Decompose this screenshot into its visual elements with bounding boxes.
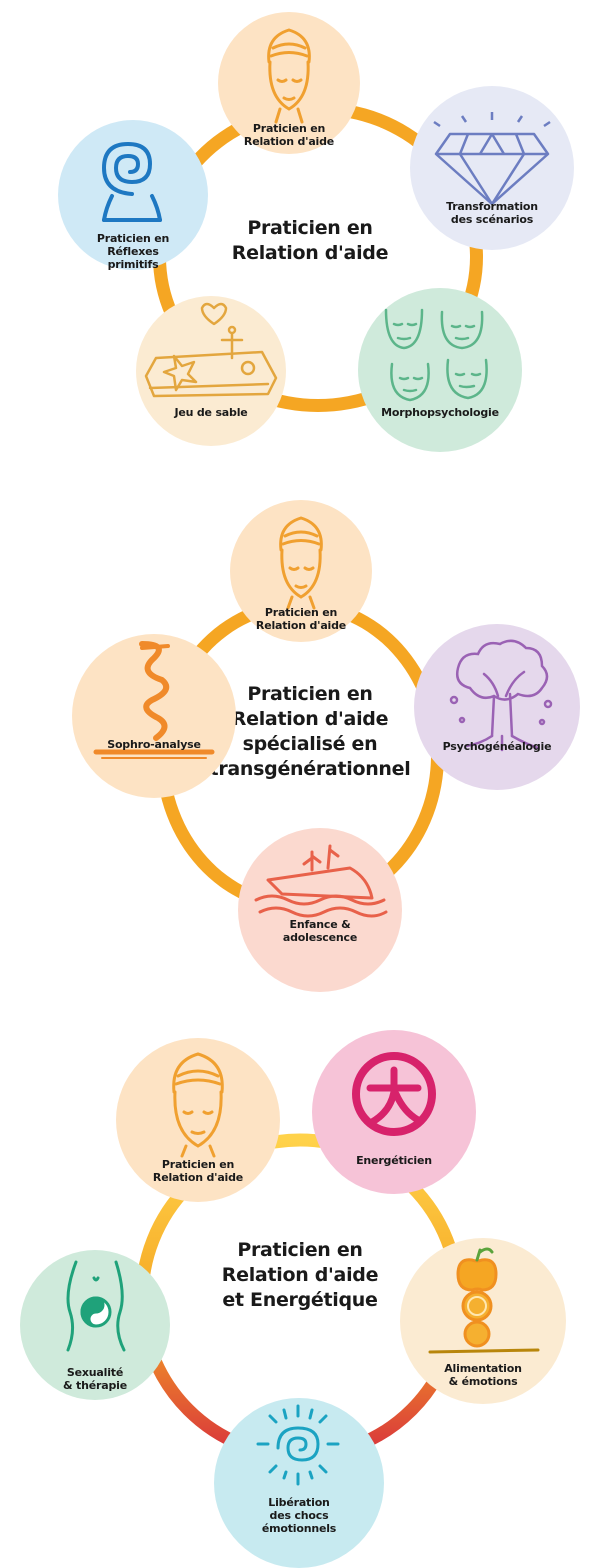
node-sophro-analyse[interactable]: Sophro-analyse	[72, 634, 236, 798]
node-alimentation-emotions[interactable]: Alimentation & émotions	[400, 1238, 566, 1404]
smoke-icon	[93, 641, 215, 759]
node-label: Praticien en Relation d'aide	[243, 122, 335, 148]
center-title: Praticien en Relation d'aide et Energéti…	[221, 1239, 379, 1311]
yin-yang-body-icon	[66, 1260, 126, 1352]
node-label: Praticien en Relation d'aide	[152, 1158, 244, 1184]
center-title: Praticien en Relation d'aide	[231, 217, 389, 264]
node-label: Energéticien	[356, 1154, 432, 1167]
node-enfance-adolescence[interactable]: Enfance & adolescence	[238, 828, 402, 992]
node-praticien-relation-aide[interactable]: Praticien en Relation d'aide	[116, 1038, 280, 1202]
diamond-icon	[433, 112, 551, 206]
node-label: Transformation des scénarios	[446, 200, 538, 226]
node-label: Praticien en Réflexes primitifs	[96, 232, 170, 271]
node-transformation-scenarios[interactable]: Transformation des scénarios	[410, 86, 574, 250]
node-liberation-chocs-emotionnels[interactable]: Libération des chocs émotionnels	[214, 1398, 384, 1568]
node-label: Alimentation & émotions	[444, 1362, 522, 1388]
node-label: Jeu de sable	[174, 406, 248, 419]
node-label: Sophro-analyse	[107, 738, 201, 751]
tree-icon	[449, 639, 553, 752]
node-label: Libération des chocs émotionnels	[261, 1496, 337, 1535]
woman-face-icon	[172, 1052, 224, 1158]
node-praticien-relation-aide[interactable]: Praticien en Relation d'aide	[218, 12, 360, 154]
node-psychogenealogie[interactable]: Psychogénéalogie	[414, 624, 580, 790]
node-sexualite-therapie[interactable]: Sexualité & thérapie	[20, 1250, 170, 1400]
node-energeticien[interactable]: Energéticien	[312, 1030, 476, 1194]
center-title: Praticien en Relation d'aide spécialisé …	[209, 683, 411, 780]
sun-spiral-icon	[256, 1404, 340, 1486]
apple-stack-icon	[428, 1247, 540, 1354]
node-label: Sexualité & thérapie	[63, 1366, 127, 1392]
sandbox-icon	[144, 302, 278, 398]
node-reflexes-primitifs[interactable]: Praticien en Réflexes primitifs	[58, 120, 208, 271]
diagram-transgenerationnel: Praticien en Relation d'aide spécialisé …	[0, 490, 600, 1010]
node-praticien-relation-aide[interactable]: Praticien en Relation d'aide	[230, 500, 372, 642]
node-label: Morphopsychologie	[381, 406, 499, 419]
spiral-icon	[101, 141, 162, 222]
faces-icon	[384, 308, 488, 402]
node-morphopsychologie[interactable]: Morphopsychologie	[358, 288, 522, 452]
node-label: Psychogénéalogie	[442, 740, 552, 753]
diagram-relation-aide: Praticien en Relation d'aide Praticien e…	[0, 0, 600, 490]
da-character-icon	[352, 1052, 436, 1136]
woman-face-icon	[267, 28, 311, 124]
node-label: Enfance & adolescence	[282, 918, 358, 944]
node-jeu-de-sable[interactable]: Jeu de sable	[136, 296, 286, 446]
boat-icon	[254, 844, 388, 918]
diagram-energetique: Praticien en Relation d'aide et Energéti…	[0, 1010, 600, 1568]
node-label: Praticien en Relation d'aide	[255, 606, 347, 632]
woman-face-icon	[279, 516, 323, 610]
